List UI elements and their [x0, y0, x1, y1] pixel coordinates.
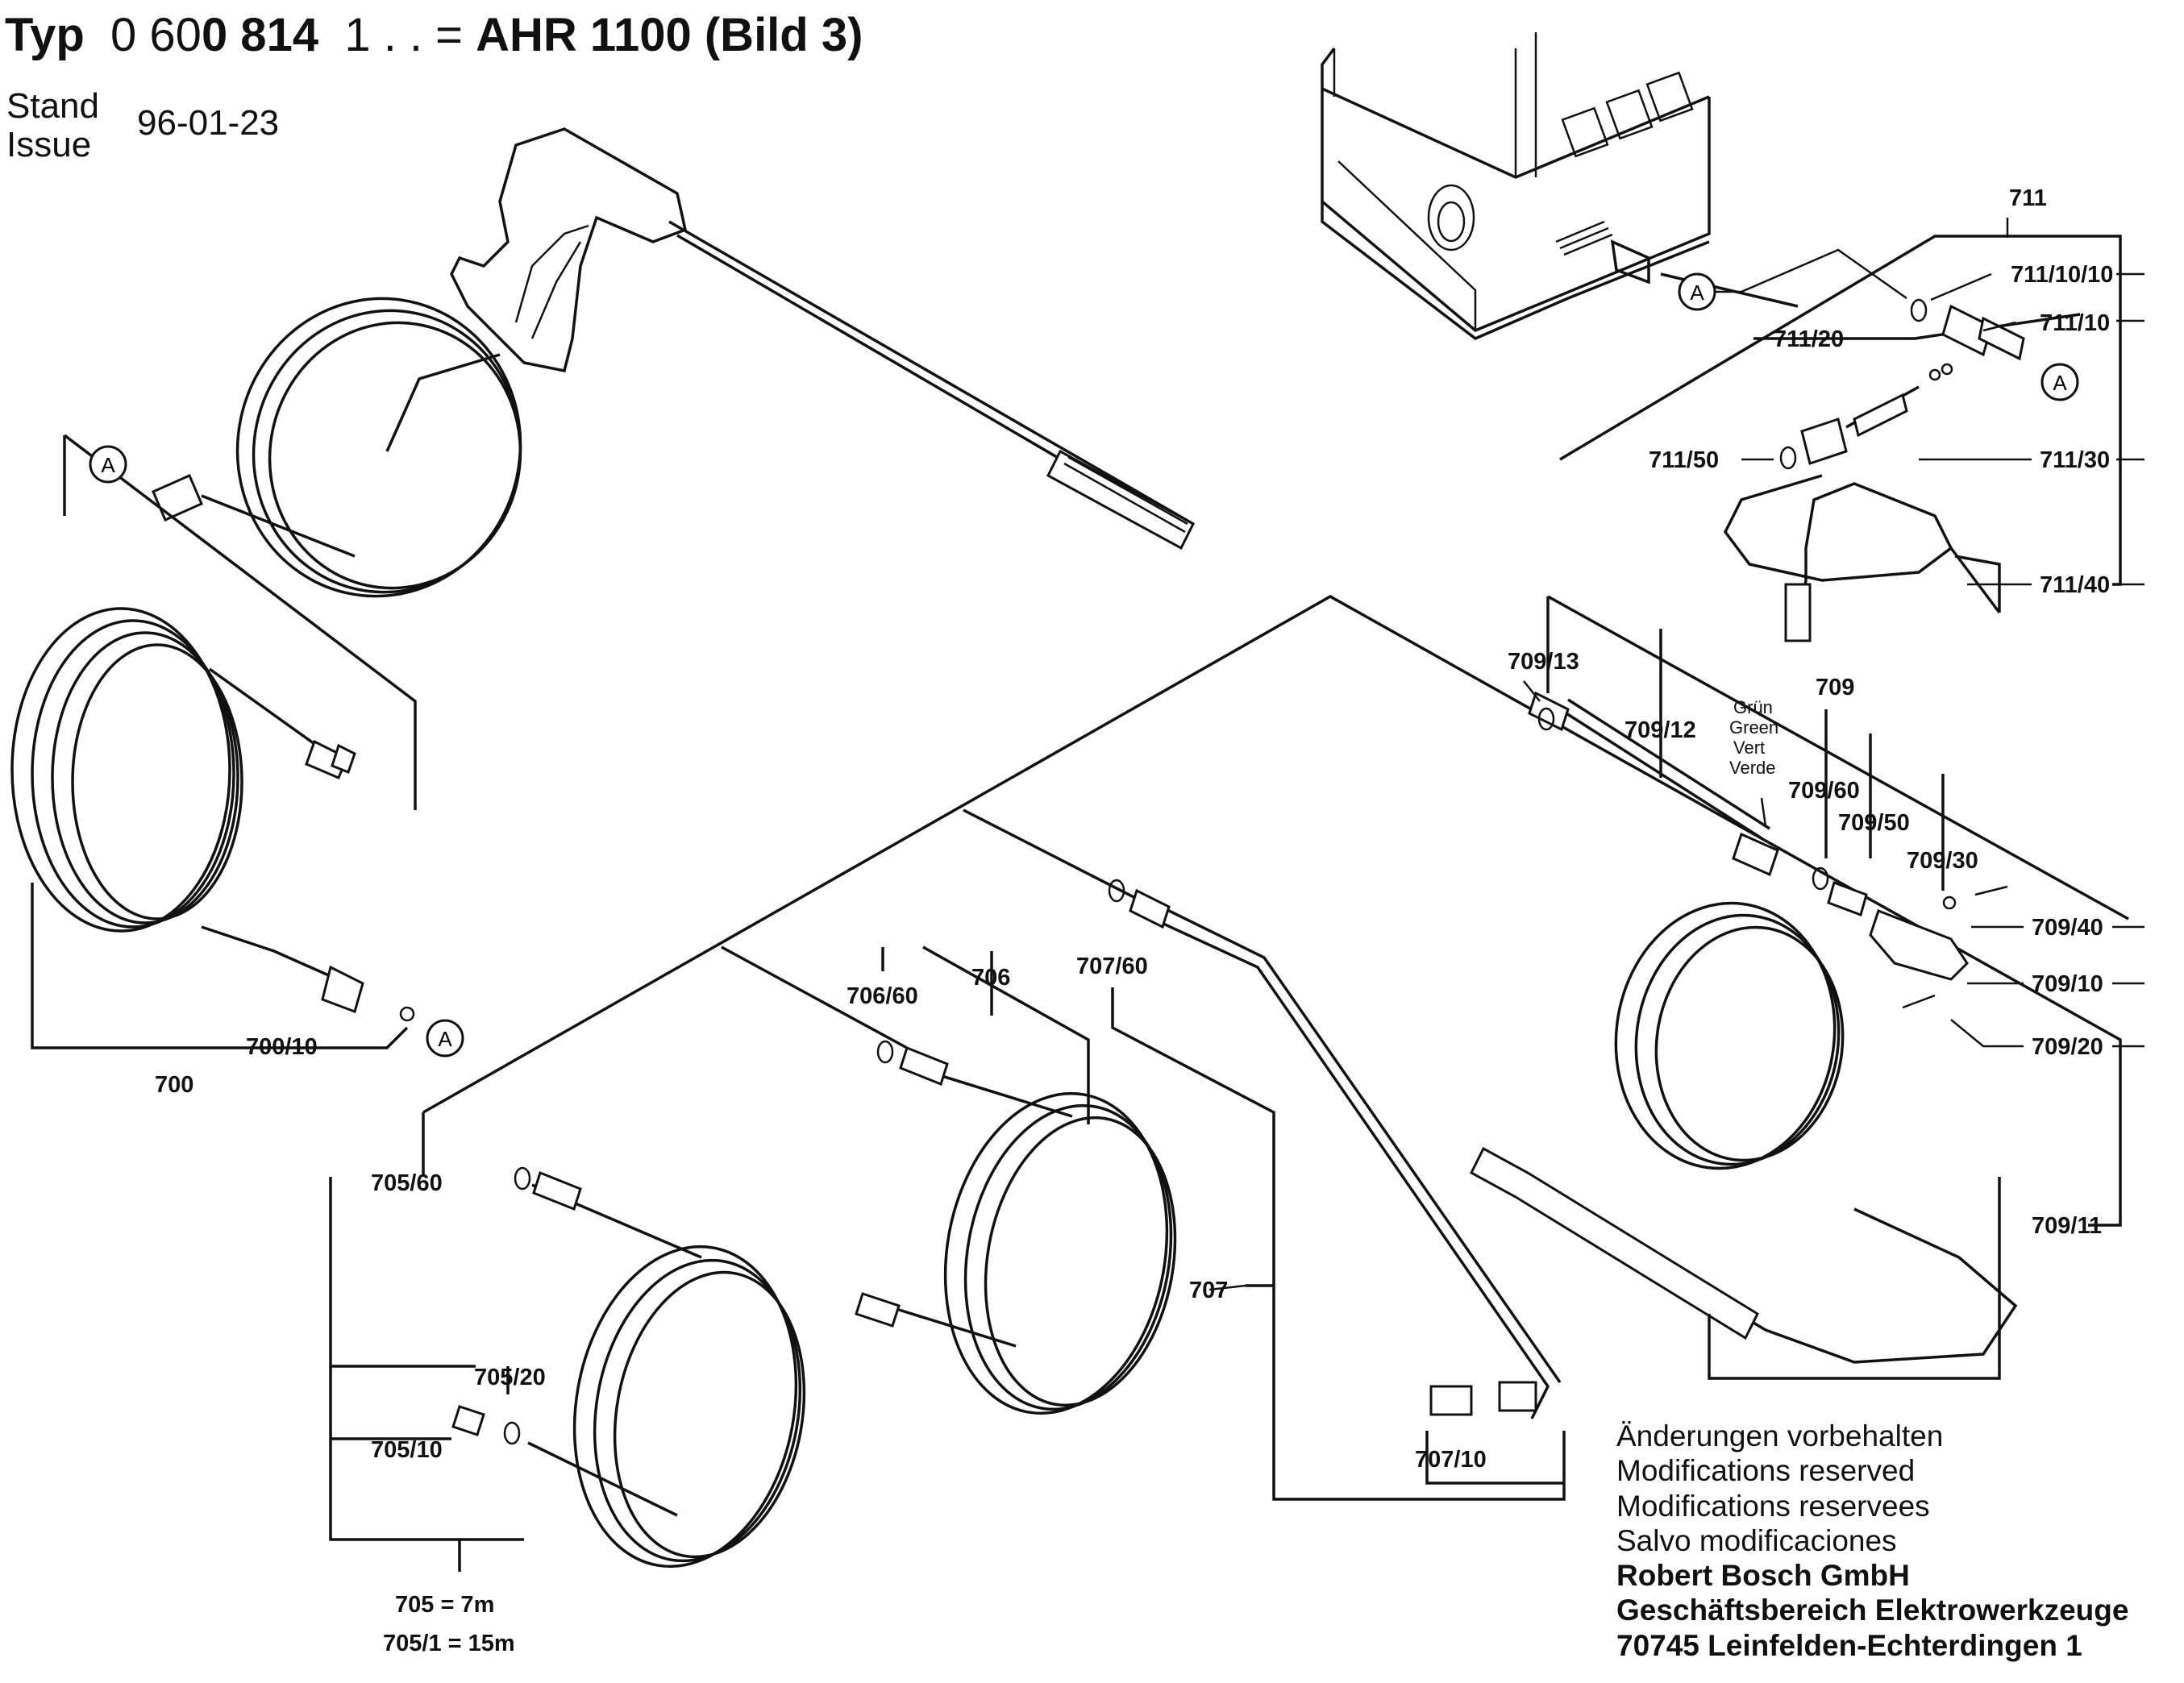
notes-block: Änderungen vorbehalten Modifications res…: [1616, 1419, 2128, 1663]
color-note-es: Verde: [1729, 758, 1776, 778]
label-707-60: 707/60: [1076, 954, 1148, 979]
label-711-50: 711/50: [1649, 447, 1719, 473]
label-711-20: 711/20: [1774, 326, 1844, 352]
label-700: 700: [155, 1072, 193, 1098]
company-division: Geschäftsbereich Elektrowerkzeuge: [1616, 1594, 2129, 1627]
typ-label: Typ: [5, 9, 85, 61]
leader-lines: [1208, 218, 2144, 1291]
label-709-60: 709/60: [1788, 778, 1860, 804]
bracket-706: [881, 945, 1090, 1124]
hose-706-coil: [855, 1040, 1177, 1415]
lance-707: [1108, 879, 1562, 1419]
part-labels: 700 700/10 705/60 705/20 705/10 705 = 7m…: [155, 185, 2113, 1656]
gun-hose-coil: [152, 297, 522, 598]
typ-suffix: 1 . . =: [344, 9, 464, 61]
note-en: Modifications reserved: [1616, 1454, 1916, 1488]
callout-a-711: [2040, 363, 2079, 401]
callout-a-machine-text: A: [1690, 280, 1704, 305]
frame-700-top: [63, 434, 417, 810]
company-address: 70745 Leinfelden-Echterdingen 1: [1616, 1628, 2082, 1662]
company-name: Robert Bosch GmbH: [1616, 1559, 1910, 1593]
color-note-en: Green: [1729, 717, 1778, 738]
label-709-13: 709/13: [1508, 649, 1579, 675]
color-note-de: Grün: [1733, 697, 1773, 717]
page-title: Typ 0 600 814 1 . . = AHR 1100 (Bild 3): [5, 10, 863, 61]
spray-gun: [450, 127, 1195, 551]
bracket-705: [329, 1112, 524, 1572]
hose-700-coil: [10, 607, 364, 1013]
callout-a-hose-text: A: [438, 1027, 452, 1051]
label-711-30: 711/30: [2040, 447, 2110, 473]
label-709-11: 709/11: [2032, 1213, 2102, 1239]
label-709-30: 709/30: [1907, 848, 1978, 874]
label-709-20: 709/20: [2032, 1034, 2103, 1060]
callout-a-left-text: A: [101, 453, 115, 477]
bracket-707: [1111, 987, 1566, 1501]
label-706: 706: [971, 965, 1010, 991]
label-711-10-10: 711/10/10: [2011, 262, 2113, 288]
stand-label: Stand: [6, 86, 99, 126]
label-709-10: 709/10: [2032, 971, 2103, 997]
label-706-60: 706/60: [847, 983, 918, 1009]
label-700-10: 700/10: [246, 1034, 318, 1060]
typ-number-bold: 0 814: [201, 9, 319, 61]
hose-705-coil: [451, 1166, 806, 1569]
callout-a-711-text: A: [2053, 371, 2067, 395]
lance-709: [1528, 595, 2129, 1009]
bracket-700: [31, 883, 409, 1049]
label-711-10: 711/10: [2040, 310, 2110, 336]
note-es: Salvo modificaciones: [1616, 1523, 1897, 1557]
label-705-10: 705/10: [371, 1437, 443, 1463]
label-705-1: 705/1 = 15m: [383, 1631, 515, 1656]
assembly-711: [1559, 235, 2122, 642]
model-name: AHR 1100 (Bild 3): [476, 9, 863, 61]
machine-housing: [1321, 32, 1711, 341]
label-709: 709: [1816, 675, 1854, 700]
issue-label: Issue: [6, 125, 92, 165]
label-709-50: 709/50: [1838, 810, 1910, 836]
label-711-40: 711/40: [2040, 572, 2110, 598]
typ-number-plain: 0 60: [110, 9, 202, 61]
label-705-20: 705/20: [474, 1365, 546, 1390]
note-de: Änderungen vorbehalten: [1616, 1419, 1944, 1452]
callout-a-hose: [426, 1019, 464, 1058]
label-707: 707: [1189, 1278, 1228, 1303]
issue-date: 96-01-23: [137, 103, 280, 143]
hose-709-11-coil: [1470, 901, 2018, 1380]
label-705: 705 = 7m: [395, 1592, 494, 1618]
label-709-40: 709/40: [2032, 915, 2103, 941]
kit-frame: [422, 594, 2122, 1227]
color-note-fr: Vert: [1733, 738, 1765, 758]
callout-a-markers: A A A A: [89, 248, 2079, 1058]
label-707-10: 707/10: [1415, 1447, 1487, 1473]
callout-a-left: [89, 445, 127, 484]
label-709-12: 709/12: [1624, 717, 1696, 743]
label-705-60: 705/60: [371, 1170, 443, 1196]
label-711: 711: [2009, 185, 2047, 211]
note-fr: Modifications reservees: [1616, 1489, 1930, 1523]
